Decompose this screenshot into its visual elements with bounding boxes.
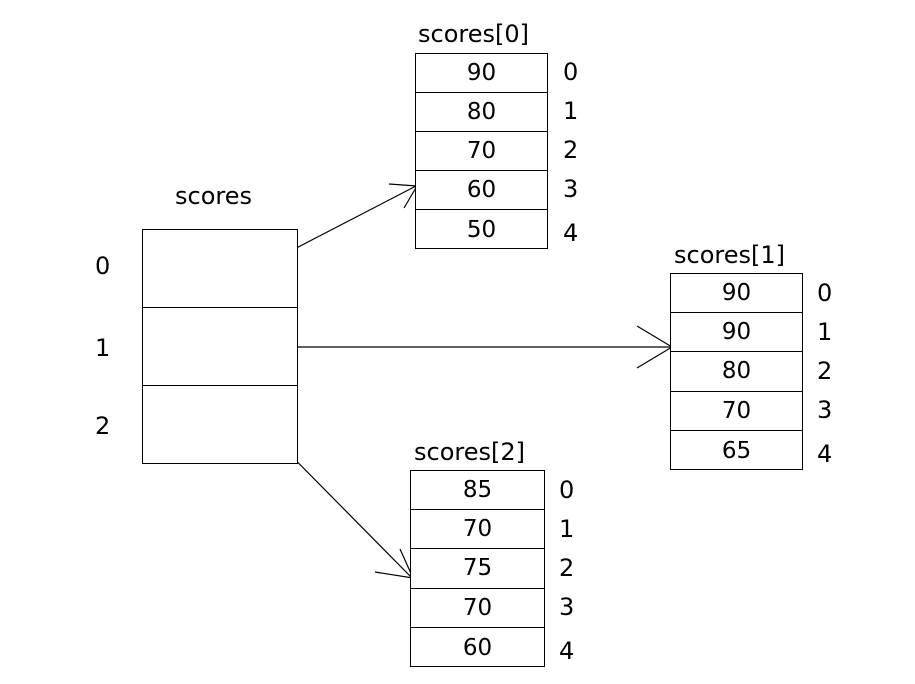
root-array-box (142, 229, 298, 464)
root-array-index-0: 0 (95, 252, 111, 280)
sub-array-0-cell-3[interactable]: 60 (416, 171, 547, 210)
sub-array-1-index-0: 0 (817, 279, 833, 307)
sub-array-1-cell-0[interactable]: 90 (671, 274, 802, 313)
sub-array-1-cell-3[interactable]: 70 (671, 392, 802, 431)
sub-array-0-index-3: 3 (563, 175, 579, 203)
sub-array-2-title: scores[2] (414, 438, 525, 466)
sub-array-2-index-4: 4 (559, 637, 575, 665)
sub-array-1-index-1: 1 (817, 318, 833, 346)
root-array-cell-0[interactable] (143, 230, 297, 308)
sub-array-0-cell-0[interactable]: 90 (416, 54, 547, 93)
sub-array-2-box: 85 70 75 70 60 (410, 470, 545, 667)
sub-array-2-cell-4[interactable]: 60 (462, 634, 493, 661)
sub-array-2-cell-0[interactable]: 85 (411, 471, 544, 510)
sub-array-0-cell-2[interactable]: 70 (416, 132, 547, 171)
sub-array-0-title: scores[0] (418, 20, 529, 48)
sub-array-2-cell-3[interactable]: 70 (411, 589, 544, 628)
sub-array-1-index-2: 2 (817, 357, 833, 385)
sub-array-0-index-2: 2 (563, 136, 579, 164)
sub-array-2-index-3: 3 (559, 593, 575, 621)
sub-array-0-index-1: 1 (563, 97, 579, 125)
root-array-cell-2[interactable] (143, 386, 297, 463)
sub-array-1-cell-2[interactable]: 80 (671, 352, 802, 392)
sub-array-2-index-1: 1 (559, 515, 575, 543)
sub-array-1-index-3: 3 (817, 396, 833, 424)
sub-array-2-cell-2[interactable]: 75 (411, 549, 544, 589)
sub-array-0-cell-4[interactable]: 50 (466, 216, 497, 243)
sub-array-1-cell-4[interactable]: 65 (721, 437, 752, 464)
sub-array-0-box: 90 80 70 60 50 (415, 53, 548, 249)
sub-array-0-cell-1[interactable]: 80 (416, 93, 547, 132)
sub-array-1-box: 90 90 80 70 65 (670, 273, 803, 470)
sub-array-1-title: scores[1] (674, 241, 785, 269)
sub-array-2-index-2: 2 (559, 554, 575, 582)
sub-array-0-index-0: 0 (563, 58, 579, 86)
sub-array-2-index-0: 0 (559, 476, 575, 504)
sub-array-1-cell-1[interactable]: 90 (671, 313, 802, 352)
arrow-scores-1 (252, 325, 673, 369)
sub-array-0-index-4: 4 (563, 219, 579, 247)
sub-array-1-index-4: 4 (817, 440, 833, 468)
root-array-index-2: 2 (95, 412, 111, 440)
root-array-index-1: 1 (95, 334, 111, 362)
root-array-title: scores (175, 182, 252, 210)
sub-array-2-cell-1[interactable]: 70 (411, 510, 544, 549)
root-array-cell-1[interactable] (143, 308, 297, 386)
